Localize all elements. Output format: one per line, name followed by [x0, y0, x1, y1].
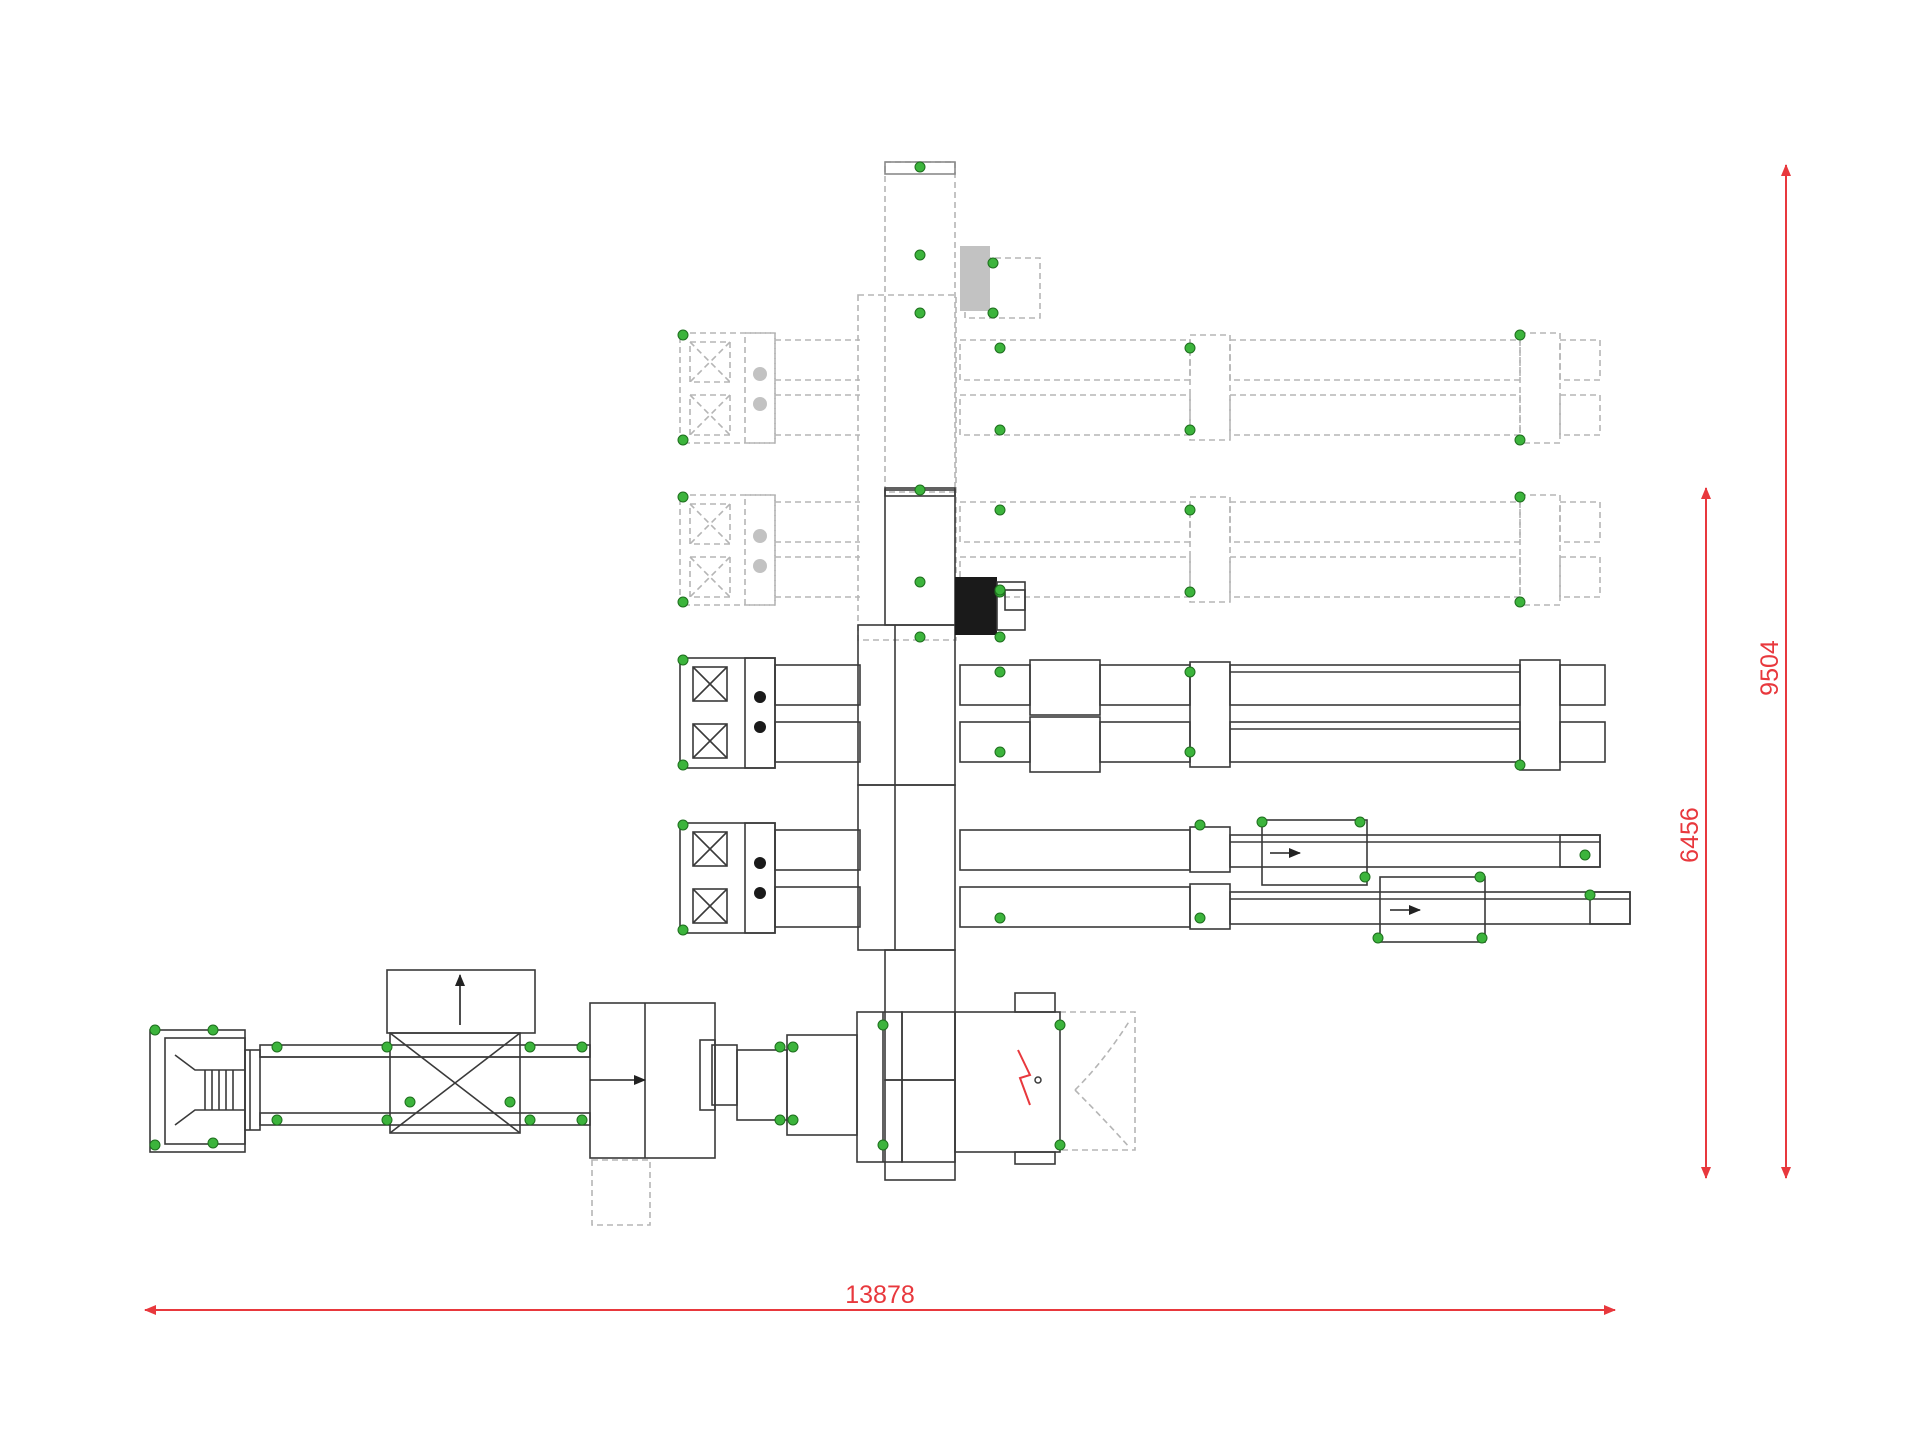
sliding-carriages: [1270, 848, 1421, 915]
sensor-dot-icon: [914, 631, 926, 643]
sensor-dot-icon: [404, 1096, 416, 1108]
sensor-dot-icon: [504, 1096, 516, 1108]
sensor-dot-icon: [677, 759, 689, 771]
sensor-dot-icon: [914, 249, 926, 261]
sensor-dot-icon: [524, 1114, 536, 1126]
sensor-dot-icon: [271, 1114, 283, 1126]
sensor-dot-icon: [1359, 871, 1371, 883]
sensor-dot-icon: [994, 912, 1006, 924]
sensor-dot-icon: [787, 1114, 799, 1126]
sensor-dot-icon: [994, 631, 1006, 643]
ghost-positions: [591, 161, 1601, 1226]
sensor-dot-icon: [1184, 666, 1196, 678]
width-label: 13878: [845, 1281, 915, 1309]
total-height-label: 9504: [1756, 640, 1784, 696]
sensor-dot-icon: [987, 307, 999, 319]
sensor-dot-icon: [1184, 586, 1196, 598]
sensor-dot-icon: [1474, 871, 1486, 883]
sensor-dot-icon: [914, 576, 926, 588]
sensor-dot-icon: [994, 504, 1006, 516]
sensor-dot-icon: [1514, 434, 1526, 446]
sensor-dot-icon: [987, 257, 999, 269]
sensor-dot-icon: [677, 491, 689, 503]
ghost-station-1: [679, 332, 1601, 444]
sensor-dot-icon: [1579, 849, 1591, 861]
sensor-dot-icon: [149, 1139, 161, 1151]
sensor-dot-icon: [381, 1041, 393, 1053]
sensor-dot-icon: [207, 1024, 219, 1036]
sensor-dot-icon: [1194, 912, 1206, 924]
sensor-dot-icon: [1184, 746, 1196, 758]
ghost-details: [753, 246, 990, 573]
sensor-dot-icon: [576, 1041, 588, 1053]
sensor-dot-icon: [149, 1024, 161, 1036]
sensor-dot-icon: [1514, 596, 1526, 608]
sensor-dot-icon: [1354, 816, 1366, 828]
flow-arrows: [455, 974, 646, 1085]
sensor-dot-icon: [787, 1041, 799, 1053]
sensor-dot-icon: [994, 342, 1006, 354]
dimension-active-height: 6456: [1676, 487, 1711, 1179]
sensor-dot-icon: [914, 484, 926, 496]
sensor-dot-icon: [914, 161, 926, 173]
sensor-dot-icon: [994, 666, 1006, 678]
sensor-dot-icon: [1194, 819, 1206, 831]
sensor-dot-icon: [1184, 504, 1196, 516]
dimension-total-height: 9504: [1756, 164, 1791, 1179]
sensor-dot-icon: [994, 584, 1006, 596]
sensor-dot-icon: [1514, 491, 1526, 503]
sensor-dot-icon: [1514, 329, 1526, 341]
sensor-dot-icon: [1054, 1019, 1066, 1031]
gripper-fingers: [204, 1070, 234, 1110]
sensor-dot-icon: [774, 1114, 786, 1126]
feed-line: [149, 969, 1061, 1165]
sensor-dot-icon: [271, 1041, 283, 1053]
sensor-dot-icon: [576, 1114, 588, 1126]
sensor-dot-icon: [1476, 932, 1488, 944]
sensor-dot-icon: [1584, 889, 1596, 901]
sensor-dot-icon: [1184, 424, 1196, 436]
dimension-width: 13878: [144, 1281, 1616, 1315]
sensor-dot-icon: [774, 1041, 786, 1053]
gearbox: [955, 577, 1026, 635]
ghost-station-2: [679, 494, 1601, 606]
lightning-icon: [1017, 1049, 1042, 1106]
active-height-label: 6456: [1676, 807, 1704, 863]
sensor-dot-icon: [1514, 759, 1526, 771]
station-1-dots: [754, 691, 766, 733]
station-2-dots: [754, 857, 766, 899]
sensor-dot-icon: [381, 1114, 393, 1126]
sensor-dot-icon: [677, 924, 689, 936]
station-1: [679, 657, 1606, 773]
sensor-dot-icon: [1184, 342, 1196, 354]
sensor-dot-icon: [677, 596, 689, 608]
station-2: [679, 819, 1631, 943]
vertical-column: [857, 487, 956, 1181]
sensor-dot-icon: [677, 434, 689, 446]
sensor-dot-icon: [677, 654, 689, 666]
sensor-dot-icon: [877, 1019, 889, 1031]
sensor-dot-icon: [994, 746, 1006, 758]
sensor-dot-icon: [677, 819, 689, 831]
sensor-dot-icon: [1054, 1139, 1066, 1151]
sensor-dot-icon: [877, 1139, 889, 1151]
sensor-dot-icon: [914, 307, 926, 319]
sensor-dot-icon: [1372, 932, 1384, 944]
sensor-dot-icon: [207, 1137, 219, 1149]
sensor-dot-icon: [677, 329, 689, 341]
sensor-dots: [149, 161, 1596, 1151]
sensor-dot-icon: [994, 424, 1006, 436]
sensor-dot-icon: [524, 1041, 536, 1053]
sensor-dot-icon: [1256, 816, 1268, 828]
